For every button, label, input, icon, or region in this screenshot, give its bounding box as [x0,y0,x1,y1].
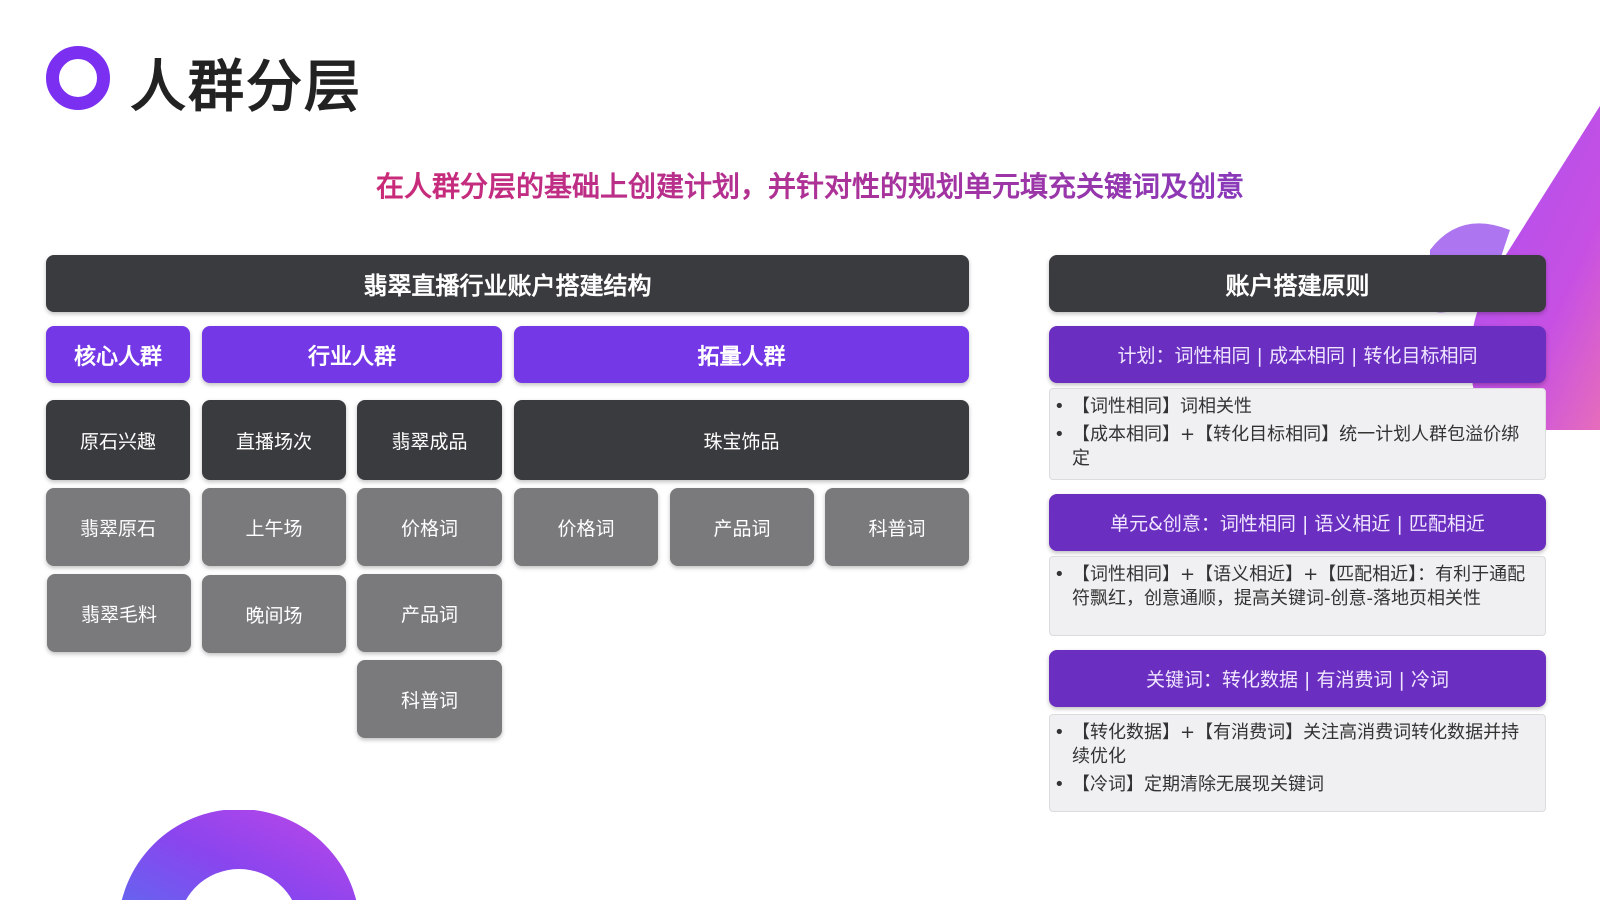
core-item: 翡翠毛料 [47,574,191,652]
principles-header: 账户搭建原则 [1049,255,1546,312]
rule-bullet: 【词性相同】词相关性 [1054,395,1535,419]
industry-topic-products: 翡翠成品 [357,400,502,480]
ring-logo-icon [46,46,110,110]
industry-item: 价格词 [357,488,502,566]
expand-item: 科普词 [825,488,969,566]
expand-item: 产品词 [670,488,814,566]
group-industry: 行业人群 [202,326,502,383]
industry-item: 科普词 [357,660,502,738]
rule-title-keyword: 关键词：转化数据 | 有消费词 | 冷词 [1049,650,1546,707]
rule-title-plan: 计划：词性相同 | 成本相同 | 转化目标相同 [1049,326,1546,383]
structure-header: 翡翠直播行业账户搭建结构 [46,255,969,312]
expand-topic: 珠宝饰品 [514,400,969,480]
page-subtitle: 在人群分层的基础上创建计划，并针对性的规划单元填充关键词及创意 [0,165,1600,205]
core-item: 翡翠原石 [46,488,190,566]
group-core: 核心人群 [46,326,190,383]
group-expand: 拓量人群 [514,326,969,383]
rule-bullet: 【冷词】定期清除无展现关键词 [1054,773,1535,797]
rule-bullet: 【转化数据】+【有消费词】关注高消费词转化数据并持续优化 [1054,721,1535,769]
industry-item: 晚间场 [202,575,346,653]
rule-body-plan: 【词性相同】词相关性 【成本相同】+【转化目标相同】统一计划人群包溢价绑定 [1049,388,1546,480]
expand-item: 价格词 [514,488,658,566]
gradient-ribbon-decoration [1430,105,1600,430]
industry-item: 产品词 [357,574,502,652]
core-topic: 原石兴趣 [46,400,190,480]
industry-topic-sessions: 直播场次 [202,400,346,480]
rule-body-unit: 【词性相同】+【语义相近】+【匹配相近】：有利于通配符飘红，创意通顺，提高关键词… [1049,556,1546,636]
rule-title-unit: 单元&创意：词性相同 | 语义相近 | 匹配相近 [1049,494,1546,551]
page-title: 人群分层 [130,54,362,120]
rule-bullet: 【成本相同】+【转化目标相同】统一计划人群包溢价绑定 [1054,423,1535,471]
rule-body-keyword: 【转化数据】+【有消费词】关注高消费词转化数据并持续优化 【冷词】定期清除无展现… [1049,714,1546,812]
rule-bullet: 【词性相同】+【语义相近】+【匹配相近】：有利于通配符飘红，创意通顺，提高关键词… [1054,563,1535,611]
gradient-arc-decoration [121,810,357,900]
industry-item: 上午场 [202,488,346,566]
